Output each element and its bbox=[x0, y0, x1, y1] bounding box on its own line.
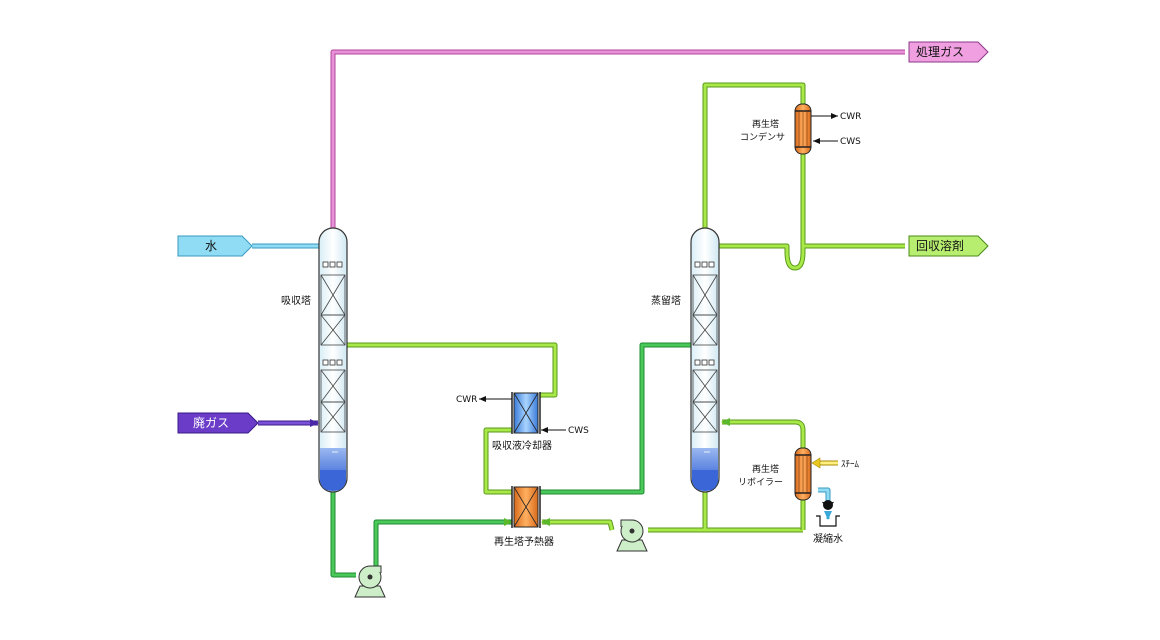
stripper-packing bbox=[692, 274, 718, 433]
overhead-pipe bbox=[702, 82, 905, 271]
cooler-cwr-label: CWR bbox=[456, 395, 477, 405]
cooler-label: 吸収液冷却器 bbox=[492, 439, 552, 452]
cooler-exchanger bbox=[511, 392, 541, 434]
treated-gas-text: 処理ガス bbox=[916, 45, 964, 59]
condenser-exchanger bbox=[794, 103, 812, 155]
stripper-label: 蒸留塔 bbox=[651, 294, 681, 307]
stripper-distributor-top bbox=[694, 261, 715, 268]
lean-solvent-pipe bbox=[542, 492, 803, 533]
steam-label: ｽﾁｰﾑ bbox=[841, 459, 860, 470]
preheated-solvent-pipe bbox=[540, 342, 709, 495]
steam-arrow bbox=[811, 457, 838, 469]
absorber-packing bbox=[320, 274, 346, 433]
treated-gas-tag: 処理ガス bbox=[908, 41, 989, 63]
waste-gas-text: 廃ガス bbox=[193, 415, 229, 430]
recovered-solvent-tag: 回収溶剤 bbox=[908, 235, 989, 257]
recovered-solvent-text: 回収溶剤 bbox=[916, 238, 964, 253]
stripper-distributor-mid bbox=[694, 359, 715, 366]
absorber-pump-icon bbox=[354, 565, 386, 598]
reboiler-pipe bbox=[722, 422, 806, 530]
waste-gas-tag: 廃ガス bbox=[177, 412, 259, 434]
absorber-distributor-mid bbox=[322, 359, 343, 366]
condenser-cwr-label: CWR bbox=[840, 112, 861, 122]
pipes bbox=[252, 49, 905, 578]
condenser-label-line2: コンデンサ bbox=[740, 131, 785, 143]
absorber-column bbox=[318, 227, 348, 493]
stripper-pump-icon bbox=[616, 519, 648, 552]
water-tag: 水 bbox=[177, 235, 253, 257]
condenser-cws-label: CWS bbox=[840, 137, 861, 147]
cooler-cws-label: CWS bbox=[568, 426, 589, 436]
reboiler-label-line1: 再生塔 bbox=[752, 463, 779, 475]
preheater-exchanger bbox=[511, 486, 541, 528]
reboiler-exchanger bbox=[794, 447, 812, 501]
absorber-label: 吸収塔 bbox=[281, 294, 311, 307]
condenser-label-line1: 再生塔 bbox=[752, 118, 779, 130]
reboiler-label-line2: リボイラー bbox=[738, 477, 783, 488]
treated-gas-pipe bbox=[330, 49, 905, 228]
steam-trap-icon bbox=[822, 500, 834, 510]
rich-solvent-pipe bbox=[330, 492, 512, 578]
absorber-distributor-top bbox=[322, 261, 343, 268]
stripper-column bbox=[690, 227, 720, 493]
water-text: 水 bbox=[205, 239, 217, 253]
water-pipe bbox=[252, 243, 333, 266]
condensate-drain-icon bbox=[816, 515, 840, 527]
condensate-label: 凝縮水 bbox=[813, 532, 843, 545]
preheater-label: 再生塔予熱器 bbox=[494, 535, 554, 548]
